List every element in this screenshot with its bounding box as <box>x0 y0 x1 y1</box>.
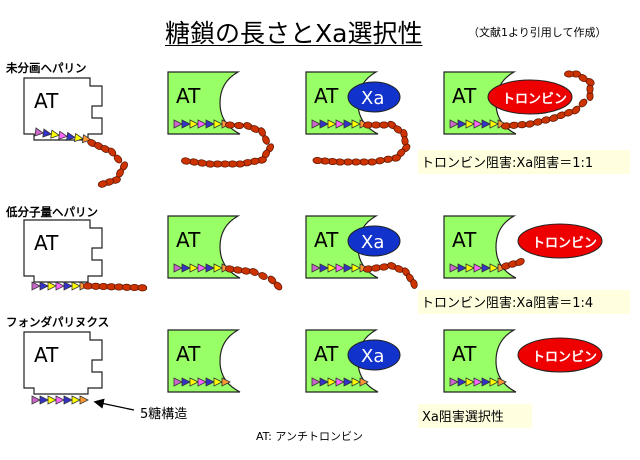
ratio-box <box>418 404 532 428</box>
heparin-chain <box>501 70 595 130</box>
pentasaccharide-label: 5糖構造 <box>140 406 187 422</box>
at-label: AT <box>314 228 339 252</box>
at-label: AT <box>176 84 201 108</box>
xa-enzyme <box>347 81 401 113</box>
citation: （文献1より引用して作成） <box>468 26 607 39</box>
heparin-chain <box>363 262 418 289</box>
row-label-unfractionated-heparin: 未分画ヘパリン <box>5 61 87 75</box>
thrombin-label: トロンビン <box>502 91 567 107</box>
footnote: AT: アンチトロンビン <box>256 430 363 443</box>
pentasaccharide <box>31 281 89 291</box>
selectivity-text-fondaparinux: Xa阻害選択性 <box>422 409 504 425</box>
at-label: AT <box>34 89 59 113</box>
chain-bead <box>515 258 525 266</box>
chain-bead <box>578 98 588 108</box>
chain-bead <box>273 281 283 291</box>
chain-bead <box>262 135 270 145</box>
chain-bead <box>137 284 148 292</box>
chain-bead <box>234 121 244 130</box>
at-label: AT <box>176 228 201 252</box>
chain-bead <box>113 154 123 164</box>
chain-bead <box>564 70 574 78</box>
pentasaccharide <box>31 395 89 405</box>
at-label: AT <box>34 343 59 367</box>
arrow <box>93 398 135 411</box>
ratio-box <box>418 290 630 314</box>
heparin-chain <box>83 282 148 292</box>
row-label-lmwh: 低分子量ヘパリン <box>5 205 98 219</box>
xa-label: Xa <box>361 232 384 253</box>
chain-bead <box>181 157 191 165</box>
xa-label: Xa <box>361 88 384 109</box>
at-label: AT <box>176 342 201 366</box>
at-label: AT <box>314 342 339 366</box>
chain-bead <box>571 105 581 115</box>
xa-enzyme <box>347 225 401 257</box>
heparin-chain <box>225 265 283 291</box>
heparin-chain <box>87 139 128 188</box>
ratio-text-lmwh: トロンビン阻害:Xa阻害＝1:4 <box>421 295 593 311</box>
at-label: AT <box>452 342 477 366</box>
at-label: AT <box>452 84 477 108</box>
chain-bead <box>249 268 259 276</box>
chain-bead <box>225 121 235 129</box>
heparin-chain <box>181 121 275 168</box>
heparin-chain <box>312 120 411 166</box>
page-title: 糖鎖の長さとXa選択性 <box>165 19 423 48</box>
ratio-box <box>418 150 630 174</box>
row-label-fondaparinux: フォンダパリヌクス <box>6 315 109 329</box>
at-label: AT <box>452 228 477 252</box>
heparin-chain <box>501 258 525 270</box>
xa-enzyme <box>347 339 401 371</box>
at-label: AT <box>314 84 339 108</box>
at-label: AT <box>34 231 59 255</box>
chain-bead <box>312 156 323 165</box>
chain-bead <box>379 121 389 129</box>
chain-bead <box>97 180 108 188</box>
xa-label: Xa <box>361 346 384 367</box>
thrombin-label: トロンビン <box>532 349 597 365</box>
ratio-text-unfractionated: トロンビン阻害:Xa阻害＝1:1 <box>421 155 593 171</box>
chain-bead <box>410 279 418 289</box>
chain-bead <box>258 272 268 280</box>
thrombin-label: トロンビン <box>532 235 597 251</box>
